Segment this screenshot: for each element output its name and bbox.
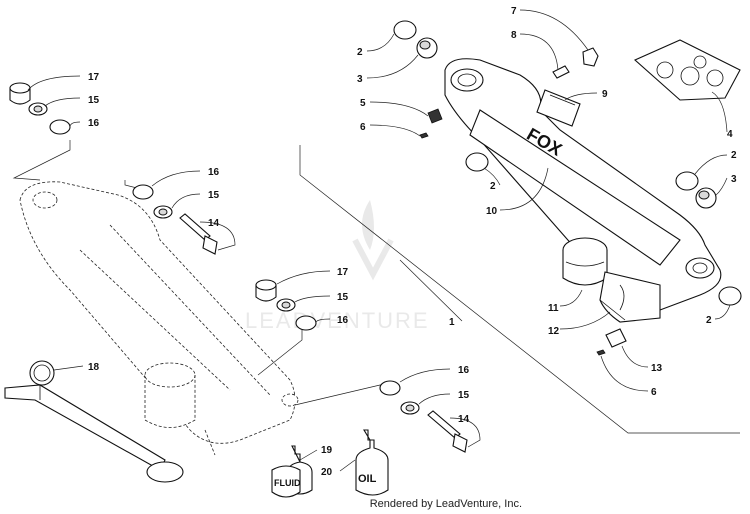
callout-1: 1 bbox=[449, 317, 455, 328]
ghost-shock-assembly bbox=[19, 181, 299, 456]
part-16-washer-upper-left bbox=[49, 119, 71, 135]
part-20-oil-bottle: OIL bbox=[355, 429, 389, 496]
callout-11: 11 bbox=[548, 303, 559, 314]
part-14-bolt-mid bbox=[179, 213, 218, 255]
callout-9: 9 bbox=[602, 89, 608, 100]
callout-17: 17 bbox=[337, 267, 349, 278]
callout-4: 4 bbox=[727, 129, 733, 140]
leader-left-low bbox=[257, 328, 303, 376]
callout-16: 16 bbox=[458, 365, 470, 376]
part-19-fluid-bottle: FLUID bbox=[271, 445, 313, 498]
part-16-washer-lower-left bbox=[295, 315, 317, 331]
callout-2: 2 bbox=[731, 150, 737, 161]
part-5-cap bbox=[427, 108, 443, 124]
part-15-spacer-lower-left bbox=[276, 298, 296, 312]
callout-2: 2 bbox=[490, 181, 496, 192]
callout-16: 16 bbox=[208, 167, 220, 178]
part-12-reservoir-hose bbox=[599, 299, 626, 321]
watermark-text: LEADVENTURE bbox=[245, 308, 430, 333]
callout-7: 7 bbox=[511, 6, 517, 17]
part-2-oring-bottom bbox=[718, 286, 742, 306]
callout-2: 2 bbox=[357, 47, 363, 58]
part-16-washer-mid bbox=[132, 184, 154, 200]
watermark: LEADVENTURE bbox=[245, 200, 430, 333]
part-8-valve-stem bbox=[552, 65, 570, 79]
callout-5: 5 bbox=[360, 98, 366, 109]
callout-16: 16 bbox=[88, 118, 100, 129]
callout-14: 14 bbox=[458, 414, 470, 425]
part-18-shock-pump bbox=[4, 360, 184, 483]
part-6-valve-core-top bbox=[419, 132, 429, 139]
callout-10: 10 bbox=[486, 206, 498, 217]
part-16-washer-bottom bbox=[379, 380, 401, 396]
callout-15: 15 bbox=[458, 390, 470, 401]
callout-2: 2 bbox=[706, 315, 712, 326]
callout-15: 15 bbox=[337, 292, 349, 303]
part-14-bolt-bottom bbox=[427, 410, 468, 453]
callout-16: 16 bbox=[337, 315, 349, 326]
callout-13: 13 bbox=[651, 363, 663, 374]
callout-3: 3 bbox=[731, 174, 737, 185]
part-3-bushing-right bbox=[695, 187, 717, 209]
group-bracket-line bbox=[299, 145, 740, 434]
part-7-valve-cap bbox=[582, 47, 599, 67]
callout-19: 19 bbox=[321, 445, 333, 456]
callout-18: 18 bbox=[88, 362, 100, 373]
callout-15: 15 bbox=[208, 190, 220, 201]
callout-6: 6 bbox=[360, 122, 366, 133]
leader-lines bbox=[27, 9, 731, 472]
part-13-valve-cap bbox=[605, 328, 627, 348]
callout-14: 14 bbox=[208, 218, 220, 229]
part-6-valve-core-bottom bbox=[596, 349, 606, 356]
part-11-reservoir bbox=[562, 237, 661, 323]
callout-6: 6 bbox=[651, 387, 657, 398]
fluid-label: FLUID bbox=[274, 478, 301, 488]
callout-15: 15 bbox=[88, 95, 100, 106]
callout-20: 20 bbox=[321, 467, 333, 478]
part-15-spacer-bottom bbox=[400, 401, 420, 415]
callout-17: 17 bbox=[88, 72, 100, 83]
callout-8: 8 bbox=[511, 30, 517, 41]
leader-left-bottom bbox=[294, 384, 385, 406]
part-4-decal-kit bbox=[633, 39, 741, 101]
render-credit: Rendered by LeadVenture, Inc. bbox=[369, 498, 522, 510]
main-shock-assembly: FOX bbox=[393, 20, 722, 313]
callout-12: 12 bbox=[548, 326, 560, 337]
part-2-oring-mid bbox=[465, 152, 489, 172]
part-15-spacer-mid bbox=[153, 205, 173, 219]
callout-numbers: 17 15 16 16 15 14 17 15 16 16 15 14 18 1… bbox=[88, 6, 737, 478]
part-2-oring-right bbox=[675, 171, 699, 191]
leader-left-top bbox=[12, 140, 71, 181]
part-9-adjuster bbox=[536, 89, 581, 127]
callout-3: 3 bbox=[357, 74, 363, 85]
part-3-bushing-top bbox=[416, 37, 438, 59]
part-2-oring-top bbox=[393, 20, 417, 40]
oil-label: OIL bbox=[358, 473, 377, 485]
part-17-bushing-upper bbox=[9, 82, 31, 105]
part-17-bushing-lower bbox=[255, 279, 277, 302]
part-15-spacer-upper-left bbox=[28, 102, 48, 116]
